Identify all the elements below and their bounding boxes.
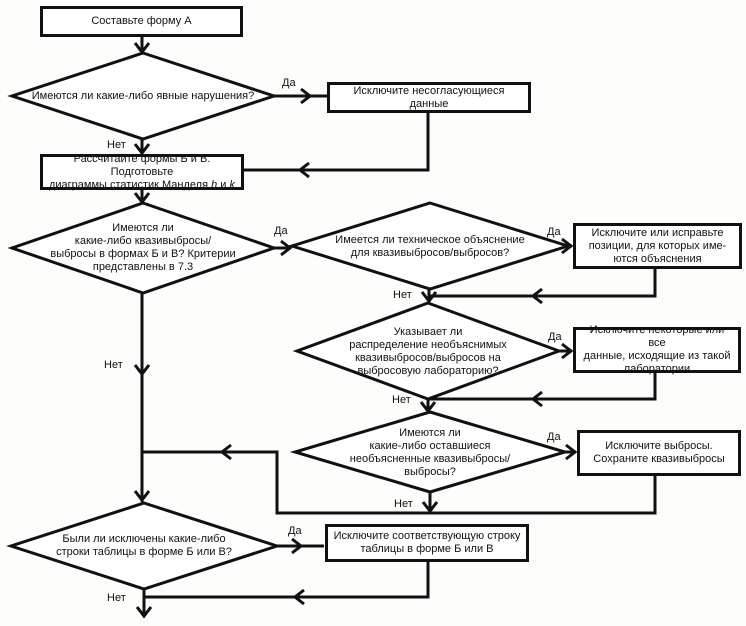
node-calc-forms: Рассчитайте формы Б и В. Подготовьте диа…	[40, 152, 244, 192]
decision-lab-distribution-text: Указывает ли распределение необъяснимых …	[318, 326, 538, 378]
decision-lab-distribution-line4: выбросовую лабораторию?	[357, 365, 499, 377]
decision-remaining-outliers-shape	[289, 410, 571, 494]
node-exclude-or-fix-line1: Исключите или исправьте	[591, 226, 724, 239]
decision-obvious-violations-text: Имеются ли какие-либо явные нарушения?	[18, 90, 268, 103]
node-exclude-lab-data-line2: данные, исходящие из такой	[583, 350, 731, 362]
edge-label-yes-remaining: Да	[547, 431, 561, 443]
node-exclude-row-line1: Исключите соответствующую строку	[333, 530, 521, 542]
decision-remaining-outliers-line2: какие-либо оставшиеся	[369, 440, 491, 452]
edge-label-yes-obvious: Да	[282, 77, 296, 89]
arrowhead-down-d4	[420, 291, 438, 304]
decision-quasi-outliers-line1: Имеются ли	[112, 222, 174, 234]
calc-forms-line2-prefix: диаграммы статистик Манделя	[48, 178, 209, 191]
decision-lab-distribution-line1: Указывает ли	[393, 326, 463, 338]
decision-quasi-outliers-text: Имеются ли какие-либо квазивыбросы/ выбр…	[23, 222, 263, 274]
arrowhead-down-d5	[419, 401, 437, 414]
arrowhead-down-calc	[133, 143, 151, 156]
arrowhead-down-exit	[135, 606, 153, 619]
connector-excl-inconsistent-feedback	[244, 113, 430, 172]
edge-label-yes-lab: Да	[548, 331, 562, 343]
decision-quasi-outliers-line2: какие-либо квазивыбросы/	[74, 235, 212, 247]
decision-lab-distribution-shape	[292, 301, 564, 401]
decision-rows-excluded-line2: строки таблицы в форме Б или В?	[56, 546, 232, 558]
arrowhead-down-d5-no	[421, 501, 439, 514]
decision-lab-distribution-line2: распределение необъяснимых	[349, 339, 507, 351]
node-exclude-lab-data: Исключите некоторые или все данные, исхо…	[573, 324, 741, 375]
node-exclude-row: Исключите соответствующую строку таблицы…	[325, 524, 529, 562]
decision-tech-explanation-line1: Имеется ли техническое объяснение	[335, 234, 525, 246]
node-exclude-or-fix-line2: позиции, для которых име-	[588, 239, 727, 252]
node-exclude-inconsistent-label: Исключите несогласующиеся данные	[353, 84, 505, 110]
decision-rows-excluded-text: Были ли исключены какие-либо строки табл…	[24, 533, 264, 559]
edge-label-no-obvious: Нет	[107, 139, 126, 151]
decision-quasi-outliers-line3: выбросы в формах Б и В? Критерии	[50, 248, 236, 260]
arrowhead-left-row-feedback	[292, 588, 305, 606]
mandel-h-statistic: h	[211, 178, 218, 191]
decision-tech-explanation-text: Имеется ли техническое объяснение для кв…	[320, 234, 540, 260]
calc-forms-conjunction: и	[220, 178, 227, 191]
arrowhead-left-keep-feedback	[219, 443, 232, 461]
connector-excl-fix-feedback	[430, 269, 657, 298]
edge-label-no-remaining: Нет	[394, 498, 413, 510]
mandel-k-statistic: k	[229, 178, 236, 191]
arrowhead-left-fix-feedback	[530, 287, 543, 305]
node-exclude-keep-quasi-line2: Сохраните квазивыбросы	[593, 453, 725, 465]
arrowhead-right-excl-keep	[565, 443, 578, 461]
edge-label-yes-rows: Да	[288, 525, 302, 537]
node-start-label: Составьте форму А	[91, 15, 192, 27]
decision-remaining-outliers-text: Имеются ли какие-либо оставшиеся необъяс…	[320, 427, 540, 479]
arrowhead-down-d6-entry	[133, 490, 151, 503]
decision-remaining-outliers-line1: Имеются ли	[399, 427, 461, 439]
connector-excl-lab-feedback	[429, 373, 657, 401]
decision-tech-explanation-line2: для квазивыбросов/выбросов?	[350, 247, 510, 259]
arrowhead-right-excl-inconsistent	[300, 87, 313, 105]
node-exclude-or-fix-line3: ются объяснения	[613, 252, 702, 265]
decision-quasi-outliers-shape	[7, 201, 279, 295]
decision-rows-excluded-line1: Были ли исключены какие-либо	[62, 533, 226, 545]
edge-label-no-rows: Нет	[107, 592, 126, 604]
node-exclude-lab-data-line1: Исключите некоторые или все	[589, 324, 725, 349]
edge-label-yes-tech: Да	[547, 226, 561, 238]
node-exclude-keep-quasi-line1: Исключите выбросы.	[605, 440, 713, 452]
node-exclude-inconsistent: Исключите несогласующиеся данные	[327, 82, 531, 113]
arrowhead-right-excl-lab	[561, 342, 574, 360]
node-exclude-or-fix: Исключите или исправьте позиции, для кот…	[573, 223, 742, 269]
decision-remaining-outliers-line4: выбросы?	[404, 466, 456, 478]
arrowhead-left-calc-feedback	[297, 161, 310, 179]
decision-remaining-outliers-line3: необъясненные квазивыбросы/	[349, 453, 511, 465]
edge-label-no-tech: Нет	[393, 289, 412, 301]
decision-lab-distribution-line3: квазивыбросов/выбросов на	[355, 352, 501, 364]
node-exclude-row-line2: таблицы в форме Б или В	[360, 543, 494, 555]
arrowhead-right-excl-row	[291, 537, 304, 555]
node-calc-forms-line2: диаграммы статистик Манделя h и k	[49, 179, 235, 192]
decision-quasi-outliers-line4: представлены в 7.3	[92, 261, 194, 273]
connector-excl-row-feedback	[145, 561, 430, 599]
decision-obvious-violations-line1: Имеются ли какие-либо явные нарушения?	[31, 90, 255, 102]
edge-label-no-quasi: Нет	[104, 359, 123, 371]
edge-label-yes-quasi: Да	[274, 225, 288, 237]
arrowhead-right-d3	[280, 239, 293, 257]
edge-label-no-lab: Нет	[392, 394, 411, 406]
node-calc-forms-line1: Рассчитайте формы Б и В. Подготовьте	[73, 152, 211, 178]
arrowhead-left-lab-feedback	[530, 390, 543, 408]
decision-rows-excluded-shape	[6, 501, 282, 591]
node-exclude-keep-quasi: Исключите выбросы. Сохраните квазивыброс…	[577, 430, 741, 476]
decision-tech-explanation-shape	[286, 201, 574, 291]
connector-excl-keep-feedback	[143, 450, 657, 515]
decision-obvious-violations-shape	[7, 51, 279, 141]
node-exclude-lab-data-line3: лаборатории	[623, 363, 691, 375]
arrowhead-down-mid-main	[133, 364, 151, 377]
node-start: Составьте форму А	[40, 6, 243, 37]
